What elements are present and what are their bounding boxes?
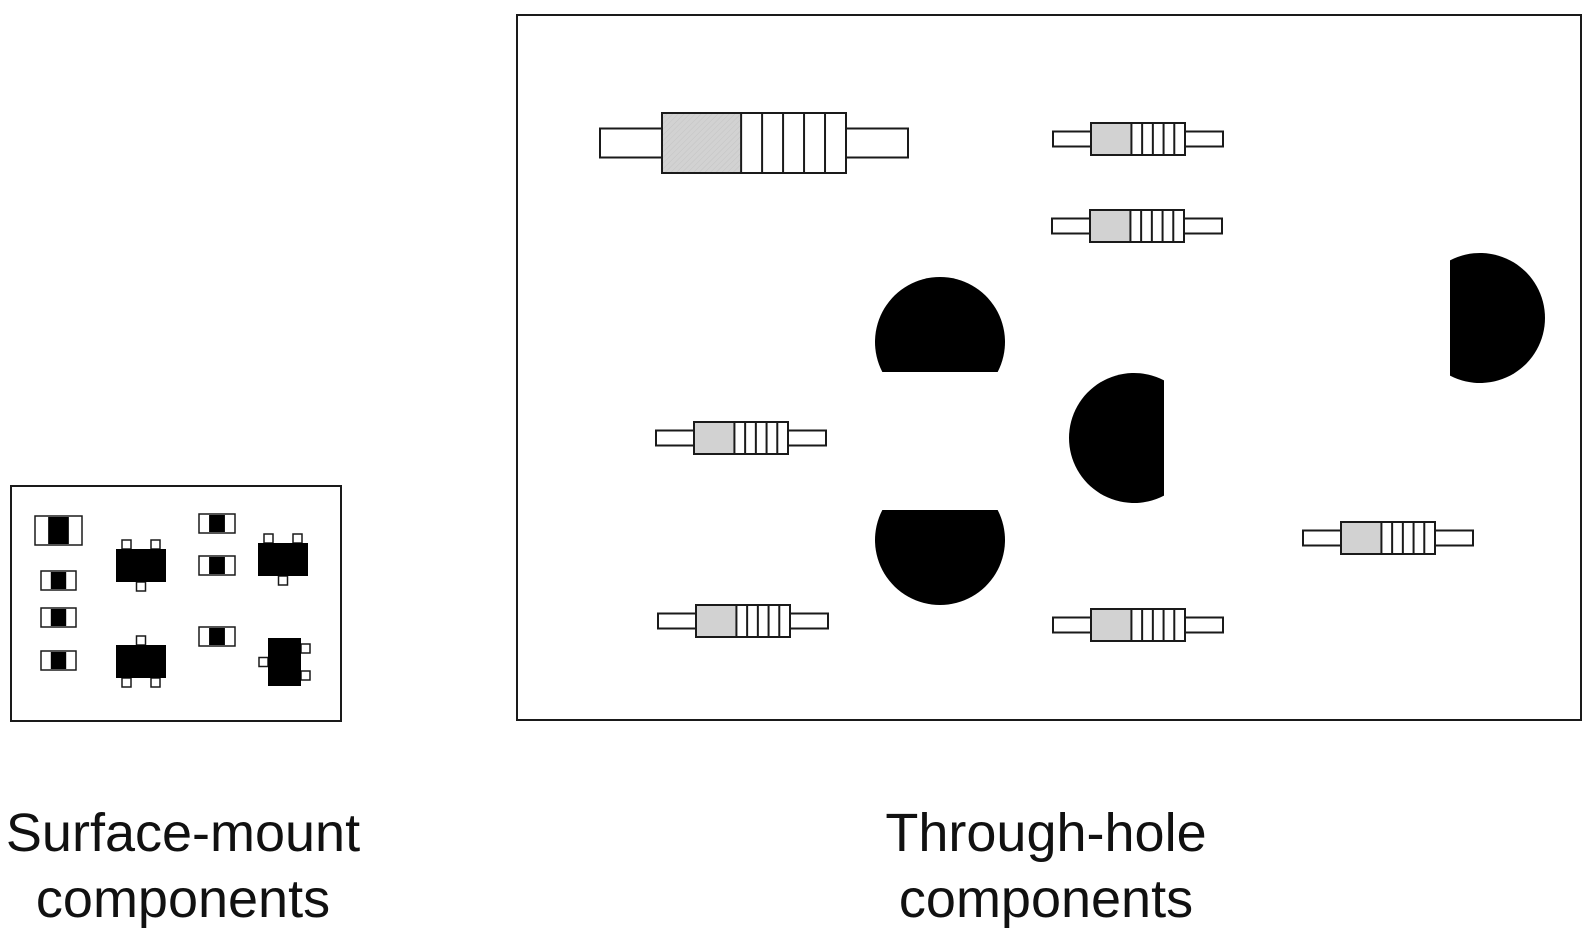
- resistor-lead-left: [657, 612, 697, 630]
- smd-pad: [150, 539, 161, 550]
- resistor-lead-left: [1302, 529, 1342, 547]
- resistor-lead-right: [1183, 217, 1223, 235]
- smd-pad: [121, 539, 132, 550]
- resistor: [657, 604, 829, 638]
- resistor-band-area: [1131, 609, 1185, 641]
- resistor: [1051, 209, 1223, 243]
- smd-pad: [150, 677, 161, 688]
- surface-mount-caption: Surface-mount components: [0, 800, 366, 932]
- surface-mount-components: [34, 513, 311, 688]
- resistor-lead-left: [1052, 130, 1092, 148]
- resistor-outline: [1089, 209, 1185, 243]
- smd-chip-body: [209, 557, 225, 574]
- smd-chip: [40, 570, 77, 591]
- smd-chip-body: [50, 652, 67, 669]
- surface-mount-caption-line-2: components: [35, 869, 331, 929]
- smd-chip: [198, 513, 236, 534]
- smd-chip-body: [48, 517, 69, 544]
- smd-pad: [135, 635, 147, 646]
- resistor-band-area: [734, 422, 788, 454]
- smd-pad: [300, 643, 311, 654]
- resistor-band-area: [736, 605, 790, 637]
- smd-transistor: [116, 635, 166, 688]
- resistor: [1302, 521, 1474, 555]
- resistor-outline: [1090, 122, 1186, 156]
- smd-pad: [263, 533, 274, 544]
- transistor-body: [875, 277, 1005, 372]
- smd-transistor-body: [258, 543, 308, 576]
- smd-transistor-body: [116, 645, 166, 678]
- transistor: [1069, 373, 1164, 503]
- smd-pad: [121, 677, 132, 688]
- resistor: [1052, 608, 1224, 642]
- resistor-lead-right: [789, 612, 829, 630]
- resistor: [599, 112, 909, 174]
- smd-pad: [277, 575, 289, 586]
- smd-chip: [40, 607, 77, 628]
- resistor-lead-right: [845, 127, 909, 159]
- resistor-lead-left: [655, 429, 695, 447]
- resistor-outline: [695, 604, 791, 638]
- resistor-lead-right: [1184, 130, 1224, 148]
- resistor-lead-left: [599, 127, 663, 159]
- transistor: [875, 510, 1005, 605]
- smd-transistor-body: [116, 549, 166, 582]
- transistor: [875, 277, 1005, 372]
- smd-chip: [198, 626, 236, 647]
- transistor: [1450, 253, 1545, 383]
- resistor: [655, 421, 827, 455]
- resistor-outline: [1090, 608, 1186, 642]
- smd-chip: [40, 650, 77, 671]
- smd-transistor: [258, 533, 308, 586]
- smd-chip-body: [50, 572, 67, 589]
- through-hole-caption-line-2: components: [898, 869, 1194, 929]
- resistor-lead-left: [1052, 616, 1092, 634]
- smd-pad: [258, 656, 269, 668]
- through-hole-caption: Through-hole components: [846, 800, 1246, 932]
- resistor-lead-right: [1184, 616, 1224, 634]
- resistor-band-area: [1381, 522, 1435, 554]
- through-hole-board: [516, 14, 1582, 721]
- transistor-body: [875, 510, 1005, 605]
- resistor-band-area: [1131, 123, 1185, 155]
- smd-chip-body: [209, 628, 225, 645]
- resistor: [1052, 122, 1224, 156]
- surface-mount-board: [10, 485, 342, 722]
- resistor-outline: [1340, 521, 1436, 555]
- resistor-band-area: [741, 113, 846, 173]
- through-hole-components: [599, 112, 1545, 642]
- smd-transistor: [258, 638, 311, 686]
- surface-mount-caption-line-1: Surface-mount: [5, 803, 361, 863]
- smd-pad: [135, 581, 147, 592]
- transistor-body: [1450, 253, 1545, 383]
- resistor-lead-right: [787, 429, 827, 447]
- smd-chip-body: [50, 609, 67, 626]
- smd-pad: [292, 533, 303, 544]
- smd-transistor-body: [268, 638, 301, 686]
- through-hole-caption-line-1: Through-hole: [885, 803, 1207, 863]
- resistor-lead-right: [1434, 529, 1474, 547]
- smd-transistor: [116, 539, 166, 592]
- resistor-outline: [661, 112, 847, 174]
- transistor-body: [1069, 373, 1164, 503]
- resistor-outline: [693, 421, 789, 455]
- smd-chip: [34, 515, 83, 546]
- smd-chip: [198, 555, 236, 576]
- resistor-lead-left: [1051, 217, 1091, 235]
- smd-pad: [300, 670, 311, 681]
- smd-chip-body: [209, 515, 225, 532]
- resistor-band-area: [1130, 210, 1184, 242]
